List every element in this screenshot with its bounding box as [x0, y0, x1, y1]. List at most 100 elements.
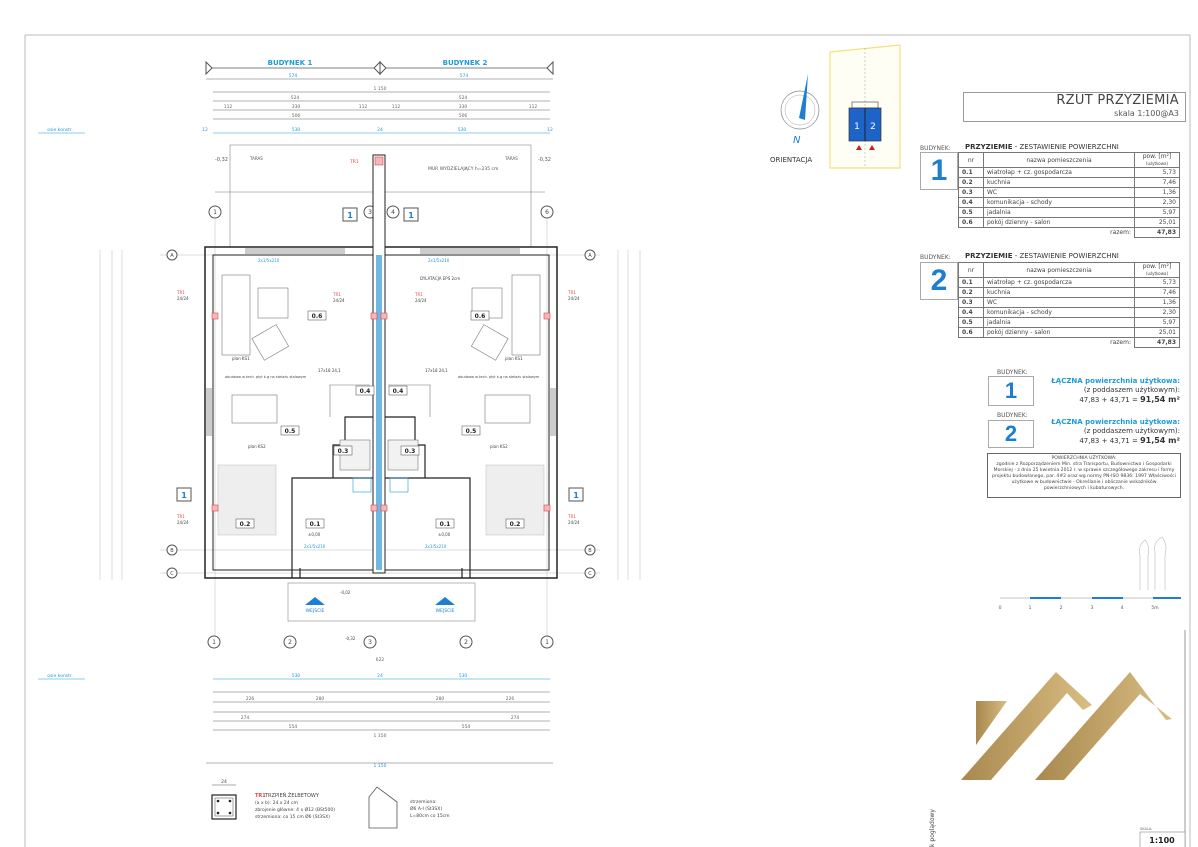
level-terrace: -0,32 — [345, 636, 356, 641]
room-0-6: 0.6 — [475, 313, 486, 320]
row-name: kuchnia — [983, 287, 1135, 298]
detail-size: 24 — [221, 779, 227, 785]
row-area: 7,46 — [1134, 287, 1180, 298]
dim-226: 226 — [246, 696, 255, 702]
axis-row-markers: A B C A B C — [166, 249, 596, 579]
dim-12-right: 12 — [547, 127, 553, 133]
dim-112: 112 — [224, 104, 233, 110]
total-formula-text: 47,83 + 43,71 = — [1079, 396, 1141, 404]
kitchen-plan-ks1: plan KS1 — [232, 356, 250, 361]
note-body: zgodnie z Rozporządzeniem Min. stra Tran… — [992, 462, 1176, 491]
col-area-label: pow. [m²] — [1142, 153, 1172, 160]
scale-tick: 1 — [1029, 605, 1032, 611]
dim-112: 112 — [529, 104, 538, 110]
legend-line: (a x b): 24 x 24 cm — [255, 800, 298, 806]
row-name: WC — [983, 297, 1135, 308]
kitchen-plan-ks1: plan KS1 — [505, 356, 523, 361]
col-area-sub: (użytkowa) — [1145, 271, 1169, 276]
row-nr: 0.4 — [958, 197, 984, 208]
row-area: 25,01 — [1134, 327, 1180, 338]
axis-3: 3 — [368, 639, 372, 646]
table-sum-row: razem:47,83 — [959, 227, 1180, 238]
window-tag: 2x1/5x210 — [304, 544, 326, 549]
column-size: 24/24 — [568, 520, 580, 525]
window-tag: 2x1/5x210 — [258, 258, 280, 263]
dim-112: 112 — [359, 104, 368, 110]
row-nr: 0.1 — [958, 167, 984, 178]
axis-1: 1 — [212, 639, 216, 646]
building-1-label: BUDYNEK 1 — [268, 59, 313, 67]
terrace-label: TARAS — [249, 156, 263, 161]
row-name: WC — [983, 187, 1135, 198]
dim-574-right: 574 — [460, 73, 469, 79]
building-number-badge: 1 — [988, 376, 1034, 406]
dim-24: 24 — [377, 673, 383, 679]
axis-2: 2 — [464, 639, 468, 646]
section-marker: 1 — [347, 211, 353, 220]
drawing-title: RZUT PRZYZIEMIA — [1056, 93, 1179, 108]
dim-622: 622 — [376, 657, 385, 663]
building-number-badge: 2 — [920, 262, 958, 300]
room-0-6: 0.6 — [312, 313, 323, 320]
building-number-badge: 1 — [920, 152, 958, 190]
dim-24-mid: 24 — [377, 127, 383, 133]
column-size: 24/24 — [415, 298, 427, 303]
dim-330: 330 — [292, 104, 301, 110]
legend-tag: TR1 — [255, 793, 266, 799]
col-area-label: pow. [m²] — [1142, 263, 1172, 270]
axis-markers-bottom: 1 2 3 2 1 — [207, 635, 554, 649]
dim-274: 274 — [511, 715, 520, 721]
dim-574-left: 574 — [289, 73, 298, 79]
dim-530: 530 — [459, 673, 468, 679]
row-area: 1,36 — [1134, 187, 1180, 198]
building-label: BUDYNEK: — [997, 369, 1028, 376]
column-size: 24/24 — [333, 298, 345, 303]
row-name: komunikacja - schody — [983, 197, 1135, 208]
total-sub: (z poddaszem użytkowym): — [1083, 427, 1180, 435]
stairs-note: 17x18 24,1 — [425, 368, 448, 373]
table-heading-bold: PRZYZIEMIE — [965, 143, 1013, 151]
scale-label: SKALA: — [1140, 827, 1152, 831]
row-area: 5,97 — [1134, 207, 1180, 218]
dim-554: 554 — [289, 724, 298, 730]
level-floor: ±0,00 — [308, 532, 321, 537]
table-heading-rest: - ZESTAWIENIE POWIERZCHNI — [1012, 252, 1119, 260]
row-nr: 0.2 — [958, 287, 984, 298]
window-tag: 2x1/5x210 — [425, 544, 447, 549]
col-nr: nr — [958, 262, 984, 278]
column-tag: TR1 — [349, 159, 359, 165]
row-nr: 0.4 — [958, 307, 984, 318]
room-labels: 0.6 0.6 0.5 0.5 0.4 0.4 0.3 0.3 0.2 0.2 … — [235, 310, 525, 529]
room-0-4: 0.4 — [360, 388, 371, 395]
room-0-2: 0.2 — [510, 521, 521, 528]
section-markers: 1 1 1 1 — [176, 207, 584, 502]
kitchen-plan-ks2: plan KS2 — [248, 444, 266, 449]
stairs-note: 17x18 24,1 — [318, 368, 341, 373]
column-size: 24/24 — [177, 520, 189, 525]
casing-note: obudowa w tech. płyt k-g na stelażu stal… — [458, 375, 540, 379]
row-name: pokój dzienny - salon — [983, 217, 1135, 228]
dim-554: 554 — [462, 724, 471, 730]
axis-label-top: osie konstr. — [47, 127, 73, 133]
row-name: jadalnia — [983, 207, 1135, 218]
site-building-2: 2 — [870, 122, 876, 132]
legend-line: strzemiona: co 15 cm Ø6 (St3SX) — [255, 813, 330, 820]
row-b: B — [170, 548, 174, 554]
level-floor: ±0,00 — [438, 532, 451, 537]
row-name: wiatrołap + cz. gospodarcza — [983, 167, 1135, 178]
total-title: ŁĄCZNA powierzchnia użytkowa: — [1051, 377, 1180, 385]
bottom-dimension-lines — [38, 678, 553, 764]
dim-506: 506 — [459, 113, 468, 119]
row-a: A — [588, 253, 592, 259]
level-terrace: -0,32 — [215, 157, 228, 163]
dim-226: 226 — [506, 696, 515, 702]
human-scale-figures — [1139, 536, 1167, 590]
col-area: pow. [m²](użytkowa) — [1134, 262, 1180, 278]
site-building-1: 1 — [854, 122, 860, 132]
